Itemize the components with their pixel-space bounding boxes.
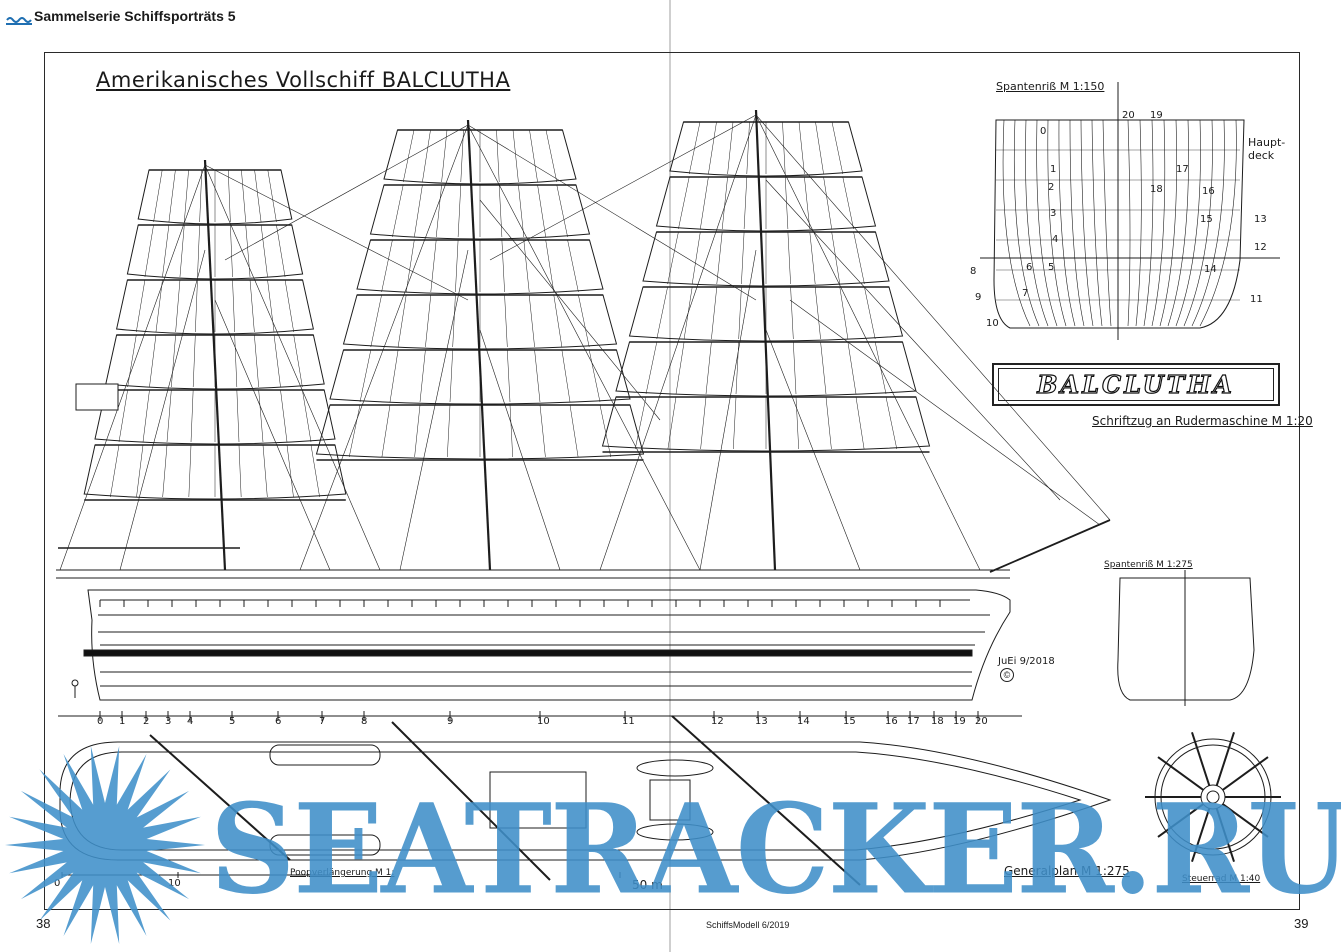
- author-signature: JuEi 9/2018: [998, 656, 1055, 667]
- body-plan-number: 9: [975, 292, 982, 303]
- scale-mark-50: 50 m: [632, 878, 663, 892]
- station-number: 18: [931, 716, 944, 727]
- body-plan-number: 3: [1050, 208, 1057, 219]
- body-plan-number: 5: [1048, 262, 1055, 273]
- nameplate-wordmark: BALCLUTHA: [1037, 369, 1235, 399]
- body-plan-number: 6: [1026, 262, 1033, 273]
- body-plan-large: [993, 119, 1245, 329]
- station-number: 19: [953, 716, 966, 727]
- waterline-stripe: [83, 649, 973, 657]
- station-number: 15: [843, 716, 856, 727]
- poop-extension-label: Poopverlängerung M 1:: [290, 868, 395, 878]
- scale-mark-10: 10: [168, 878, 181, 889]
- station-number: 8: [361, 716, 368, 727]
- main-mast: [466, 119, 492, 571]
- steering-wheel-label: Steuerrad M 1:40: [1182, 874, 1261, 884]
- body-plan-number: 20: [1122, 110, 1135, 121]
- scale-mark-0: 0: [54, 878, 61, 889]
- station-number: 17: [907, 716, 920, 727]
- station-number: 4: [187, 716, 194, 727]
- body-plan-number: 17: [1176, 164, 1189, 175]
- page-fold: [669, 0, 671, 952]
- wave-icon: [6, 17, 32, 25]
- nameplate-caption: Schriftzug an Rudermaschine M 1:20: [1092, 414, 1313, 428]
- body-plan-small: [1117, 577, 1255, 701]
- body-plan-number: 4: [1052, 234, 1059, 245]
- body-plan-number: 18: [1150, 184, 1163, 195]
- page-number-right: 39: [1294, 916, 1309, 931]
- station-number: 1: [119, 716, 126, 727]
- starburst-logo-icon: [5, 746, 205, 944]
- body-plan-number: 14: [1204, 264, 1217, 275]
- body-plan-number: 8: [970, 266, 977, 277]
- station-number: 9: [447, 716, 454, 727]
- station-number: 2: [143, 716, 150, 727]
- bowsprit: [989, 519, 1111, 573]
- body-plan-small-label: Spantenriß M 1:275: [1104, 560, 1193, 570]
- station-number: 20: [975, 716, 988, 727]
- page-number-left: 38: [36, 916, 51, 931]
- general-plan-label: Generalplan M 1:275: [1004, 864, 1130, 878]
- plan-title: Amerikanisches Vollschiff BALCLUTHA: [96, 68, 511, 92]
- copyright-mark: ©: [1000, 668, 1014, 682]
- body-plan-number: 13: [1254, 214, 1267, 225]
- drawing-frame: [44, 52, 1300, 910]
- page-header: Sammelserie Schiffsporträts 5: [0, 0, 1341, 30]
- nameplate-inner: [998, 368, 1274, 401]
- body-plan-number: 1: [1050, 164, 1057, 175]
- steering-wheel: [1145, 732, 1281, 862]
- body-plan-number: 15: [1200, 214, 1213, 225]
- station-number: 12: [711, 716, 724, 727]
- station-number: 3: [165, 716, 172, 727]
- station-number: 7: [319, 716, 326, 727]
- station-number: 10: [537, 716, 550, 727]
- body-plan-number: 19: [1150, 110, 1163, 121]
- station-number: 16: [885, 716, 898, 727]
- station-number: 5: [229, 716, 236, 727]
- body-plan-number: 10: [986, 318, 999, 329]
- hull-profile: [87, 589, 1011, 701]
- station-number: 14: [797, 716, 810, 727]
- station-number: 13: [755, 716, 768, 727]
- nameplate-frame: [992, 363, 1280, 406]
- station-number: 11: [622, 716, 635, 727]
- watermark-text: SEATRACKER.RU: [210, 776, 1341, 922]
- magazine-issue: SchiffsModell 6/2019: [706, 920, 790, 930]
- body-plan-number: 2: [1048, 182, 1055, 193]
- station-number: 0: [97, 716, 104, 727]
- body-plan-number: 11: [1250, 294, 1263, 305]
- body-plan-number: 7: [1022, 288, 1029, 299]
- body-plan-label: Spantenriß M 1:150: [996, 80, 1105, 93]
- body-plan-number: 12: [1254, 242, 1267, 253]
- series-title: Sammelserie Schiffsporträts 5: [34, 8, 236, 24]
- body-plan-number: 16: [1202, 186, 1215, 197]
- body-plan-number: 0: [1040, 126, 1047, 137]
- main-deck-label: Haupt- deck: [1248, 136, 1286, 162]
- fore-mast: [754, 109, 777, 571]
- station-number: 6: [275, 716, 282, 727]
